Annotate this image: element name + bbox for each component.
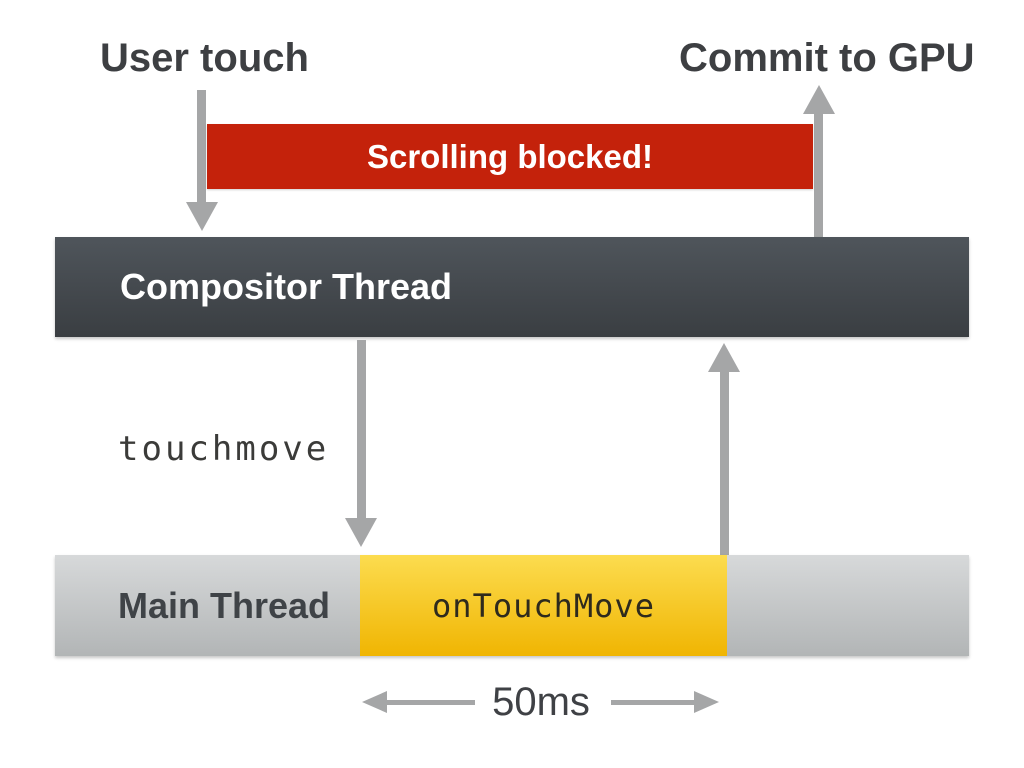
compositor-thread-bar: Compositor Thread bbox=[55, 237, 969, 337]
touchmove-event-label: touchmove bbox=[118, 429, 330, 469]
duration-label: 50ms bbox=[492, 680, 590, 724]
ontouchmove-busy-segment: onTouchMove bbox=[360, 555, 727, 656]
duration-right-arrow-shaft bbox=[611, 700, 696, 705]
user-touch-down-arrow-shaft bbox=[197, 90, 206, 204]
compositor-thread-label: Compositor Thread bbox=[120, 266, 453, 307]
ontouchmove-label: onTouchMove bbox=[432, 586, 655, 625]
down-arrow-icon bbox=[186, 202, 218, 231]
duration-left-arrow-shaft bbox=[385, 700, 475, 705]
left-arrow-icon bbox=[362, 691, 387, 713]
commit-to-gpu-label: Commit to GPU bbox=[679, 36, 975, 80]
main-to-compositor-up-arrow-shaft bbox=[720, 371, 729, 555]
commit-to-gpu-up-arrow-shaft bbox=[814, 113, 823, 237]
right-arrow-icon bbox=[694, 691, 719, 713]
up-arrow-icon bbox=[708, 343, 740, 372]
down-arrow-icon bbox=[345, 518, 377, 547]
touchmove-down-arrow-shaft bbox=[357, 340, 366, 519]
main-thread-bar: onTouchMove Main Thread bbox=[55, 555, 969, 656]
user-touch-label: User touch bbox=[100, 36, 309, 80]
main-thread-label: Main Thread bbox=[118, 584, 331, 626]
scrolling-blocked-label: Scrolling blocked! bbox=[366, 137, 654, 175]
up-arrow-icon bbox=[803, 85, 835, 114]
scrolling-blocked-banner: Scrolling blocked! bbox=[207, 124, 813, 189]
